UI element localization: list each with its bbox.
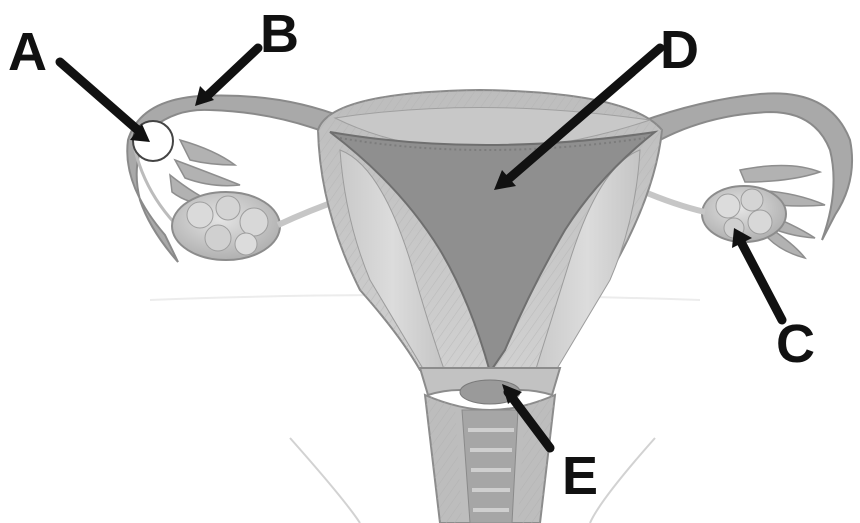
cervix <box>420 368 560 404</box>
left-ovary <box>172 192 280 260</box>
arrow-b <box>205 48 258 98</box>
arrow-a <box>60 62 140 132</box>
label-a: A <box>8 22 47 82</box>
label-c: C <box>776 314 815 374</box>
right-ovarian-ligament <box>640 190 705 212</box>
vagina <box>425 395 555 523</box>
label-b: B <box>260 4 299 64</box>
label-e: E <box>562 446 598 506</box>
arrow-c <box>740 240 782 320</box>
label-d: D <box>660 20 699 80</box>
